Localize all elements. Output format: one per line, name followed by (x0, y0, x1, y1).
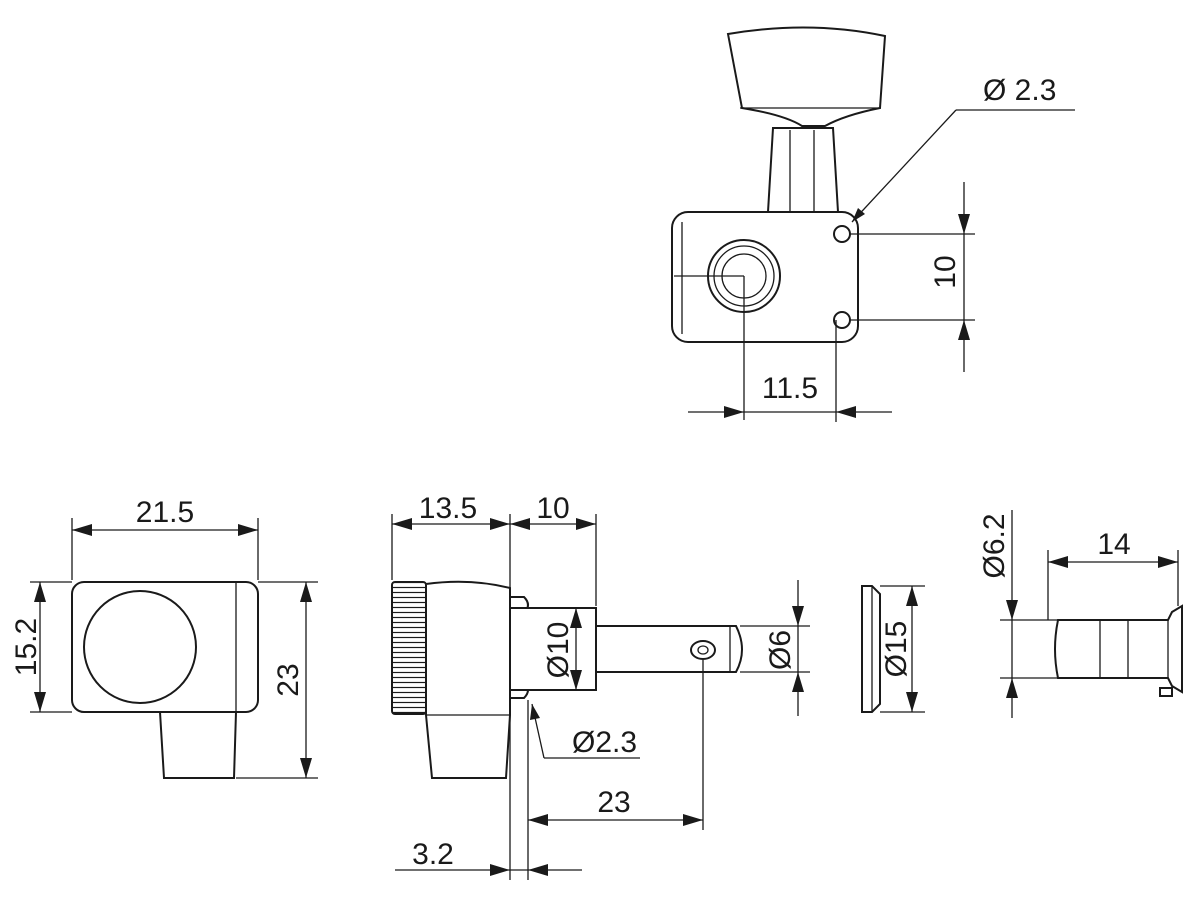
side-view: Ø10 Ø6 13.5 10 Ø2.3 23 3.2 (391, 492, 810, 880)
front-housing (71, 581, 259, 713)
dim-knob-length: 13.5 (419, 492, 477, 525)
front-view: 21.5 15.2 23 (10, 496, 318, 779)
dim-bushing-dia: Ø10 (542, 622, 575, 679)
top-view: Ø 2.3 10 11.5 (671, 26, 1075, 422)
top-housing (671, 211, 859, 343)
side-string-post (595, 625, 743, 673)
side-string-hole (690, 640, 716, 660)
dim-top-offset: 11.5 (762, 372, 818, 405)
sleeve (1054, 604, 1183, 694)
dim-sleeve-dia: Ø6.2 (978, 513, 1011, 578)
dim-top-hole-spacing: 10 (929, 255, 962, 288)
top-knob (726, 26, 887, 127)
side-knob (391, 581, 427, 715)
dim-sleeve-length: 14 (1097, 528, 1130, 561)
dim-pin-offset: 3.2 (412, 838, 454, 871)
dim-pin-dia: Ø2.3 (572, 726, 637, 759)
dim-post-length: 23 (597, 786, 630, 819)
washer-view: Ø15 (861, 585, 925, 713)
front-post-circle (83, 590, 197, 704)
side-bushing (509, 607, 597, 691)
dim-washer-dia: Ø15 (880, 621, 913, 678)
dim-housing-face: 15.2 (10, 618, 43, 676)
top-neck (766, 127, 840, 213)
side-housing (425, 580, 511, 779)
sleeve-view: Ø6.2 14 (978, 510, 1183, 718)
dim-housing-height: 23 (272, 663, 305, 696)
dim-top-hole-diameter: Ø 2.3 (983, 74, 1056, 107)
dim-housing-width: 21.5 (136, 496, 194, 529)
washer (861, 585, 881, 713)
dim-shaft-step: 10 (536, 492, 569, 525)
front-neck (158, 711, 238, 779)
dim-post-dia: Ø6 (764, 630, 797, 670)
